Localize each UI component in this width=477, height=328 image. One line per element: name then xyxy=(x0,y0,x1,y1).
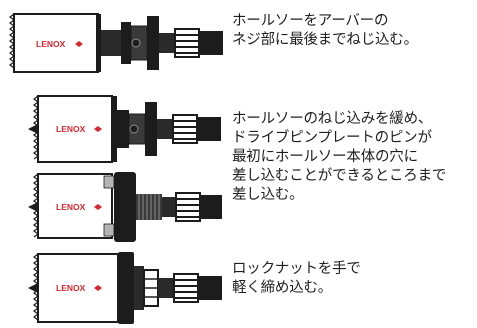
step-4: LENOX ロックナットを手で 軽く締め込む。 xyxy=(0,248,477,328)
pilot-drill-tip xyxy=(28,202,38,212)
arbor-pin-hole xyxy=(129,124,139,134)
step-3: LENOX xyxy=(0,168,477,246)
lenox-logo: LENOX xyxy=(56,202,86,212)
step-1-caption: ホールソーをアーバーの ネジ部に最後までねじ込む。 xyxy=(232,13,418,48)
lenox-logo: LENOX xyxy=(36,39,66,49)
step-4-caption: ロックナットを手で 軽く締め込む。 xyxy=(232,261,361,296)
holesaw-cup xyxy=(33,173,113,239)
step-1-illustration: LENOX xyxy=(9,13,223,73)
drive-pin-plate xyxy=(118,252,134,324)
arbor-thread xyxy=(136,194,162,220)
arbor-pin-hole xyxy=(131,38,141,48)
arbor xyxy=(101,16,223,70)
step-4-illustration: LENOX xyxy=(28,252,222,324)
lenox-logo: LENOX xyxy=(56,124,86,134)
pilot-drill-tip xyxy=(28,283,38,293)
lenox-logo-mark xyxy=(94,285,102,291)
lenox-logo-mark xyxy=(94,204,102,210)
pilot-drill-tip xyxy=(28,124,38,134)
step-2-illustration: LENOX xyxy=(28,95,221,163)
lenox-logo-mark xyxy=(94,126,102,132)
step-3-illustration: LENOX xyxy=(28,172,222,242)
step-2-caption: ホールソーのねじ込みを緩め、 ドライブピンプレートのピンが 最初にホールソー本体… xyxy=(232,111,447,203)
lenox-logo-mark xyxy=(75,41,83,47)
arbor xyxy=(117,102,221,156)
drive-pin-plate xyxy=(103,172,136,242)
arbor-shank xyxy=(162,192,222,222)
lock-nut xyxy=(134,266,159,310)
holesaw-cup xyxy=(9,13,101,73)
step-2: LENOX ホールソーのねじ込みを緩め、 ドライブピンプレートのピンが 最初にホ… xyxy=(0,88,477,203)
step-1: LENOX ホールソーをアーバーの ネジ部に最後までねじ込む。 xyxy=(0,0,477,82)
lenox-logo: LENOX xyxy=(56,283,86,293)
arbor-shank xyxy=(158,273,222,303)
